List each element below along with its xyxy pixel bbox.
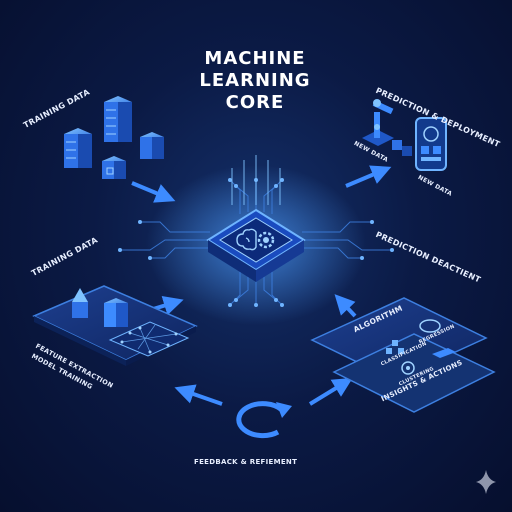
server-stack-icon [64, 96, 164, 179]
title-line-3: CORE [225, 92, 285, 113]
brain-icon [236, 228, 257, 251]
light-beams [231, 155, 281, 205]
label-feedback: FEEDBACK & REFIEMENT [194, 458, 298, 466]
gear-icon [257, 231, 275, 249]
clustering-icon [401, 361, 415, 375]
robot-arm-icon [362, 99, 412, 156]
car-icon [432, 348, 456, 358]
insights-panel [310, 297, 496, 413]
phone-icon [415, 117, 447, 171]
classification-icon [386, 340, 404, 354]
cycle-arrow-icon [236, 401, 292, 439]
title-line-2: LEARNING [199, 70, 311, 91]
feature-extraction-panel [32, 285, 198, 366]
regression-icon [419, 319, 441, 333]
sparkle-icon [476, 470, 496, 494]
title-line-1: MACHINE [204, 48, 306, 69]
page-title: MACHINE LEARNING CORE [160, 48, 350, 114]
circuit-nodes [118, 178, 394, 307]
